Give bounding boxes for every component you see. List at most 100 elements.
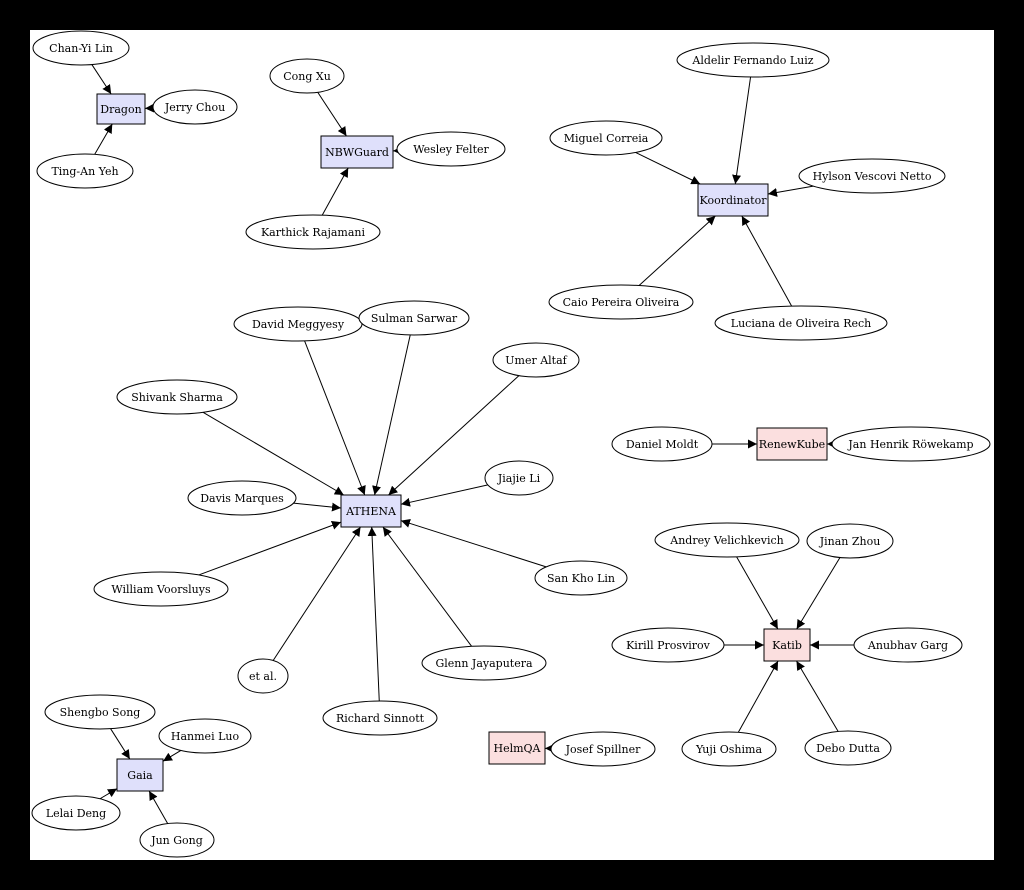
person-ellipse [31,795,121,831]
person-label: William Voorsluys [111,583,211,596]
person-node-jinan-zhou[interactable]: Jinan Zhou [806,523,894,559]
person-node-karthick-rajamani[interactable]: Karthick Rajamani [245,214,381,250]
project-label: RenewKube [759,438,825,451]
person-node-jun-gong[interactable]: Jun Gong [139,822,215,858]
person-ellipse [484,460,554,496]
edge-david-meggyesy-to-athena [304,340,366,496]
person-ellipse [681,731,777,767]
person-ellipse [676,42,830,78]
project-label: NBWGuard [325,146,389,159]
person-ellipse [32,30,130,66]
person-node-debo-dutta[interactable]: Debo Dutta [804,730,892,766]
edge-debo-dutta-to-katib [796,660,839,732]
person-node-ting-an-yeh[interactable]: Ting-An Yeh [36,153,134,189]
person-node-wesley-felter[interactable]: Wesley Felter [396,131,506,167]
person-ellipse [44,694,156,730]
edge-chan-yi-lin-to-dragon [91,64,112,95]
project-label: Dragon [100,103,141,116]
person-label: Shengbo Song [60,706,141,719]
edge-luciana-de-oliveira-rech-to-koordinator [741,215,793,307]
edge-sulman-sarwar-to-athena [372,334,411,496]
person-node-hylson-vescovi-netto[interactable]: Hylson Vescovi Netto [798,158,946,194]
person-node-kirill-prosvirov[interactable]: Kirill Prosvirov [611,627,725,663]
person-label: Sulman Sarwar [371,312,458,325]
person-label: Glenn Jayaputera [435,657,533,670]
project-box [320,135,394,169]
person-node-anubhav-garg[interactable]: Anubhav Garg [853,627,963,663]
person-node-caio-pereira-oliveira[interactable]: Caio Pereira Oliveira [548,284,694,320]
project-node-helmqa[interactable]: HelmQA [488,731,546,765]
person-ellipse [269,58,345,94]
person-node-sulman-sarwar[interactable]: Sulman Sarwar [358,300,470,336]
person-node-daniel-moldt[interactable]: Daniel Moldt [611,426,713,462]
person-node-william-voorsluys[interactable]: William Voorsluys [93,571,229,607]
person-node-andrey-velichkevich[interactable]: Andrey Velichkevich [654,522,800,558]
person-node-shivank-sharma[interactable]: Shivank Sharma [116,379,238,415]
person-ellipse [798,158,946,194]
edge-umer-altaf-to-athena [388,375,520,496]
edge-jiajie-li-to-athena [400,484,489,507]
person-node-josef-spillner[interactable]: Josef Spillner [550,731,656,767]
edge-hylson-vescovi-netto-to-koordinator [767,185,814,197]
person-label: San Kho Lin [547,572,615,585]
person-node-san-kho-lin[interactable]: San Kho Lin [534,560,628,596]
project-node-renewkube[interactable]: RenewKube [756,427,828,461]
person-label: et al. [249,670,277,683]
project-node-athena[interactable]: ATHENA [340,494,402,528]
person-node-cong-xu[interactable]: Cong Xu [269,58,345,94]
edge-william-voorsluys-to-athena [198,521,342,576]
person-node-umer-altaf[interactable]: Umer Altaf [492,342,580,378]
project-label: ATHENA [345,505,397,518]
person-label: Lelai Deng [46,807,106,820]
edges-layer [91,64,854,824]
person-node-lelai-deng[interactable]: Lelai Deng [31,795,121,831]
person-ellipse [116,379,238,415]
person-label: Hanmei Luo [171,730,240,743]
person-ellipse [492,342,580,378]
person-ellipse [358,300,470,336]
person-label: Shivank Sharma [131,391,223,404]
person-node-hanmei-luo[interactable]: Hanmei Luo [158,718,252,754]
person-ellipse [714,305,888,341]
edge-ting-an-yeh-to-dragon [94,123,113,155]
person-ellipse [245,214,381,250]
project-box [756,427,828,461]
person-node-jan-henrik-rowekamp[interactable]: Jan Henrik Röwekamp [831,426,991,462]
person-node-yuji-oshima[interactable]: Yuji Oshima [681,731,777,767]
person-ellipse [322,700,438,736]
person-node-et-al[interactable]: et al. [237,658,289,694]
project-node-gaia[interactable]: Gaia [116,758,164,792]
person-ellipse [549,120,663,156]
project-node-nbwguard[interactable]: NBWGuard [320,135,394,169]
project-box [340,494,402,528]
person-node-david-meggyesy[interactable]: David Meggyesy [233,306,363,342]
project-node-dragon[interactable]: Dragon [96,93,146,125]
edge-aldelir-fernando-luiz-to-koordinator [732,76,752,185]
project-box [116,758,164,792]
person-ellipse [396,131,506,167]
person-label: Ting-An Yeh [51,165,118,178]
person-node-jiajie-li[interactable]: Jiajie Li [484,460,554,496]
person-node-davis-marques[interactable]: Davis Marques [187,480,297,516]
person-node-shengbo-song[interactable]: Shengbo Song [44,694,156,730]
person-ellipse [853,627,963,663]
person-label: Andrey Velichkevich [669,534,783,547]
person-node-jerry-chou[interactable]: Jerry Chou [152,89,238,125]
project-label: Gaia [127,769,153,782]
person-label: Wesley Felter [413,143,489,156]
project-node-koordinator[interactable]: Koordinator [697,183,769,217]
person-node-luciana-de-oliveira-rech[interactable]: Luciana de Oliveira Rech [714,305,888,341]
person-label: Aldelir Fernando Luiz [691,54,813,67]
project-node-katib[interactable]: Katib [763,628,811,662]
person-node-miguel-correia[interactable]: Miguel Correia [549,120,663,156]
person-label: Chan-Yi Lin [49,42,113,55]
person-node-chan-yi-lin[interactable]: Chan-Yi Lin [32,30,130,66]
person-node-richard-sinnott[interactable]: Richard Sinnott [322,700,438,736]
edge-et-al-to-athena [272,526,361,661]
person-label: Davis Marques [200,492,284,505]
person-ellipse [548,284,694,320]
person-node-glenn-jayaputera[interactable]: Glenn Jayaputera [421,645,547,681]
person-node-aldelir-fernando-luiz[interactable]: Aldelir Fernando Luiz [676,42,830,78]
